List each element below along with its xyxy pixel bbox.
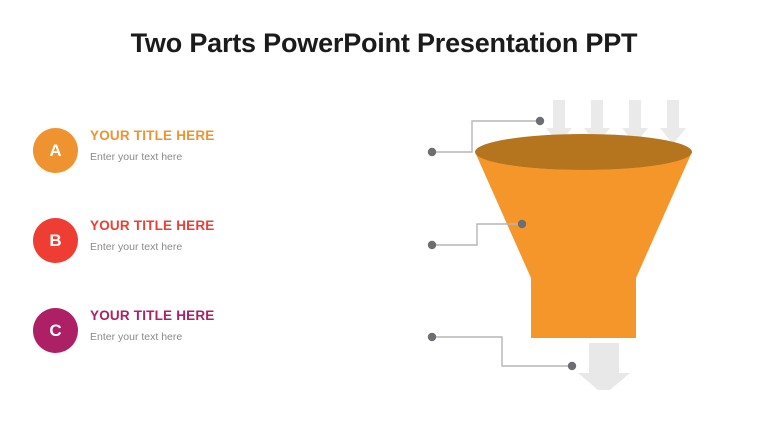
connector-dot-b-end[interactable] [517, 219, 527, 229]
legend-item-subtitle: Enter your text here [90, 151, 183, 164]
funnel-diagram [415, 90, 715, 390]
legend-badge-label: A [49, 141, 62, 160]
inflow-arrow-icon [622, 100, 648, 144]
outflow-arrow-icon [578, 343, 630, 390]
legend-badge-a: A [33, 128, 78, 173]
legend-badge-label: B [49, 231, 62, 250]
inflow-arrows-group [546, 100, 686, 144]
inflow-arrow-icon [660, 100, 686, 144]
legend-item-title: YOUR TITLE HERE [90, 308, 215, 323]
list-item[interactable]: A YOUR TITLE HERE Enter your text here [33, 120, 293, 210]
legend-text-a: YOUR TITLE HERE Enter your text here [90, 128, 215, 163]
connector-dot-a-end[interactable] [535, 116, 545, 126]
connector-line-c [427, 332, 577, 371]
legend-item-subtitle: Enter your text here [90, 331, 183, 344]
connector-dot-b-start[interactable] [427, 240, 437, 250]
legend-text-b: YOUR TITLE HERE Enter your text here [90, 218, 215, 253]
legend-badge-b: B [33, 218, 78, 263]
connector-dot-c-start[interactable] [427, 332, 437, 342]
inflow-arrow-icon [584, 100, 610, 144]
funnel-illustration [427, 100, 692, 390]
legend-item-title: YOUR TITLE HERE [90, 218, 215, 233]
connector-line-b [427, 219, 527, 250]
legend-text-c: YOUR TITLE HERE Enter your text here [90, 308, 215, 343]
inflow-arrow-icon [546, 100, 572, 144]
connector-line-a [427, 116, 545, 157]
funnel-body [475, 134, 692, 338]
legend-item-title: YOUR TITLE HERE [90, 128, 215, 143]
page-title: Two Parts PowerPoint Presentation PPT [130, 28, 638, 58]
legend-list: A YOUR TITLE HERE Enter your text here B… [33, 120, 293, 390]
legend-badge-label: C [49, 321, 62, 340]
legend-badge-c: C [33, 308, 78, 353]
legend-item-subtitle: Enter your text here [90, 241, 183, 254]
list-item[interactable]: C YOUR TITLE HERE Enter your text here [33, 300, 293, 390]
list-item[interactable]: B YOUR TITLE HERE Enter your text here [33, 210, 293, 300]
connector-dot-c-end[interactable] [567, 361, 577, 371]
connector-dot-a-start[interactable] [427, 147, 437, 157]
